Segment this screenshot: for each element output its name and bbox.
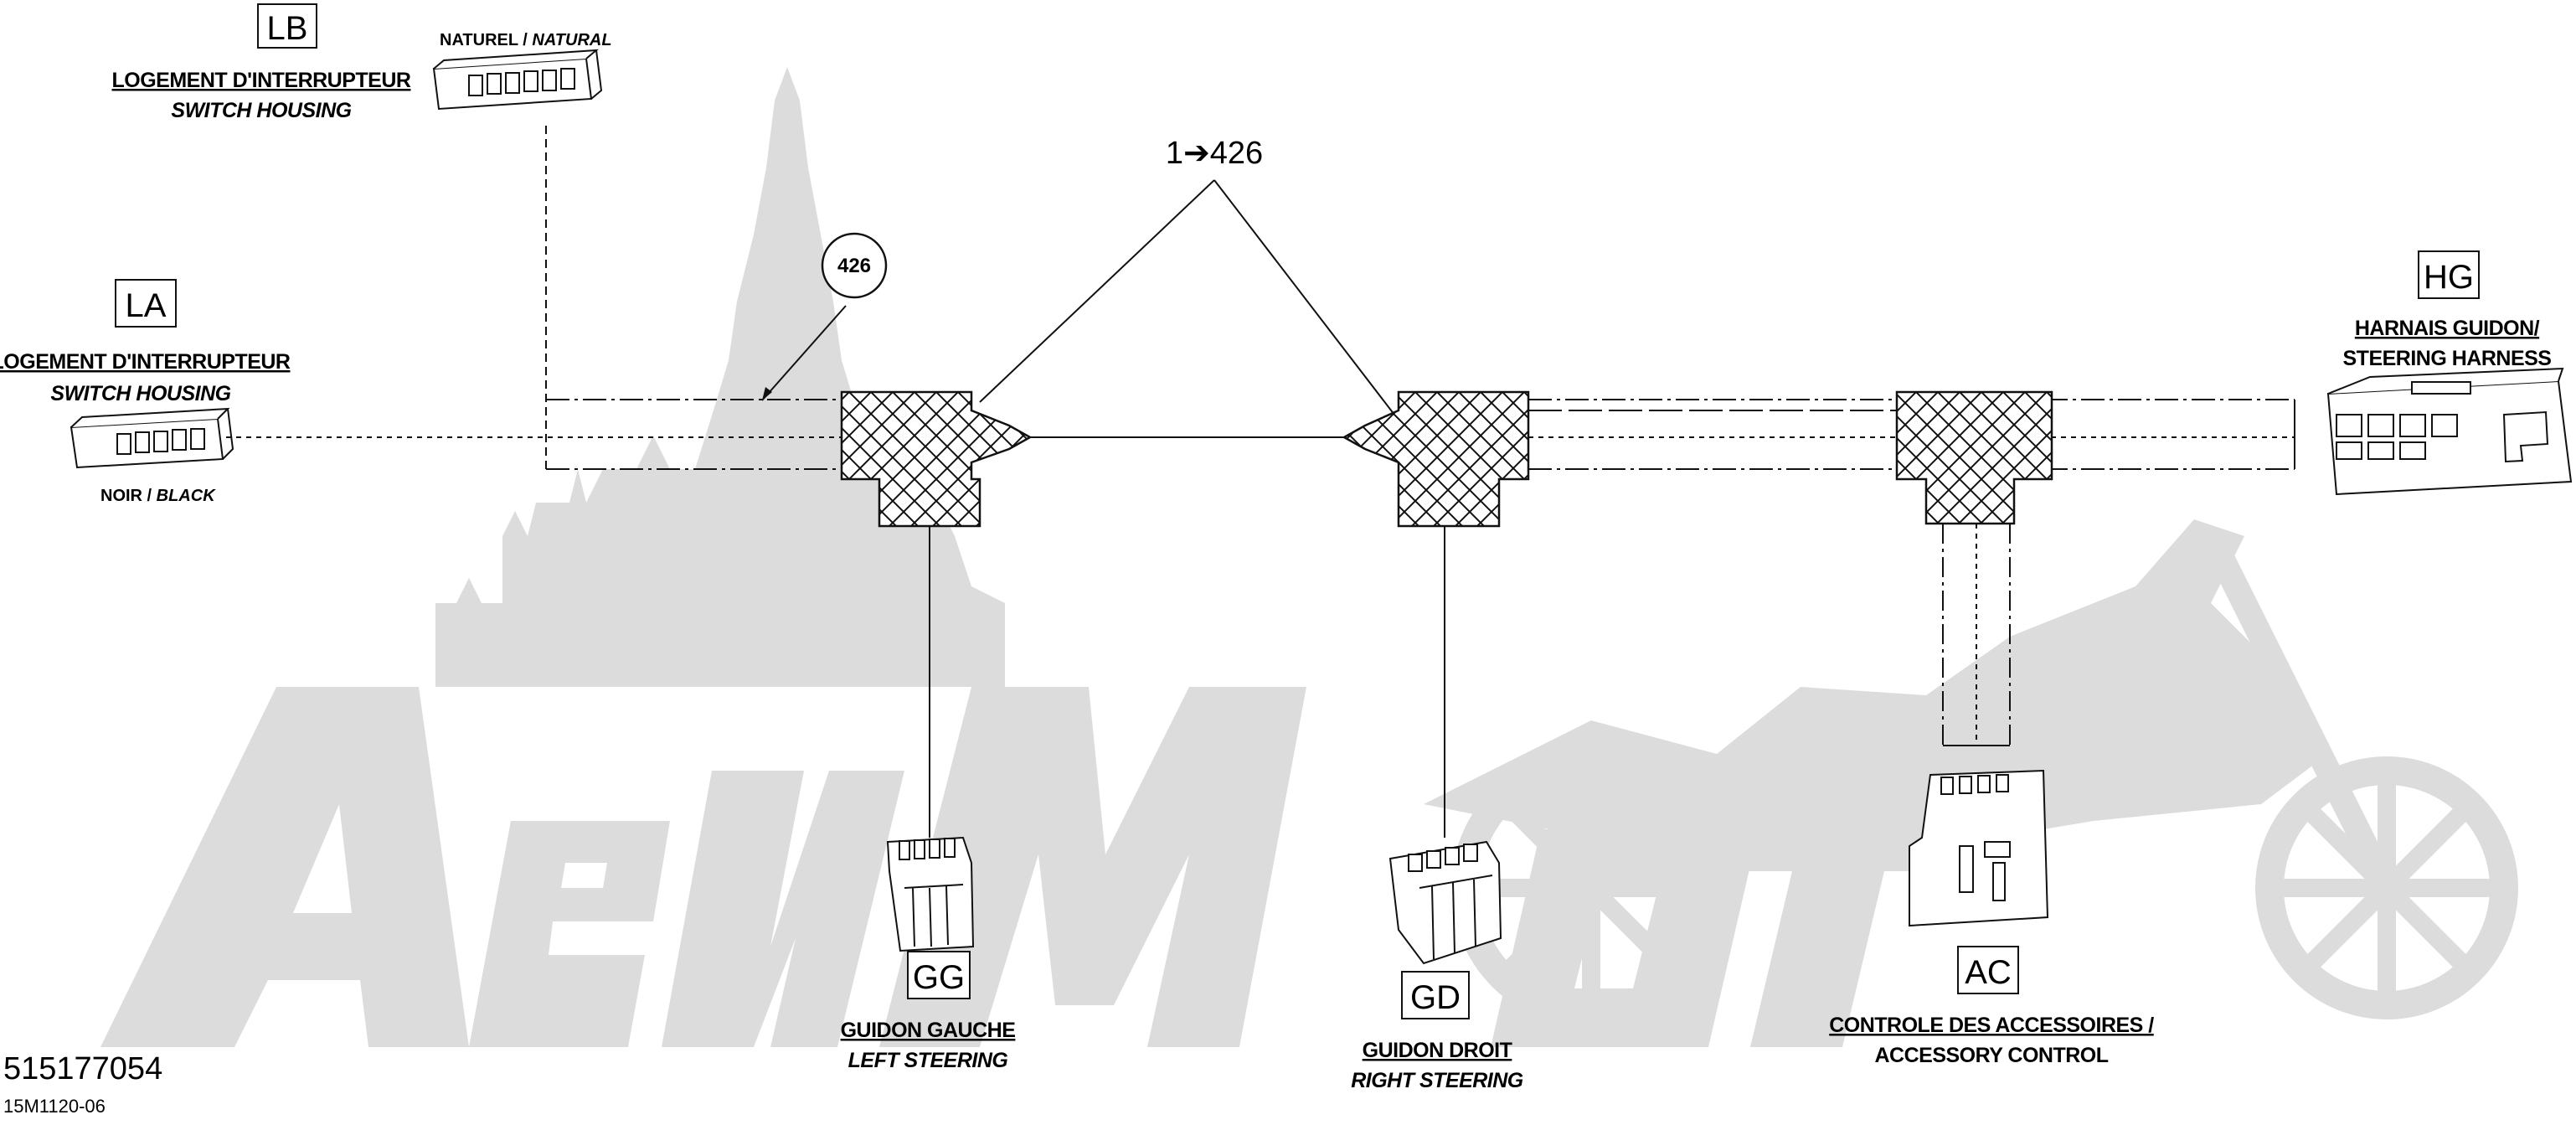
- gg-label-en: LEFT STEERING: [848, 1049, 1008, 1072]
- callout-range: 1➔426: [1166, 136, 1263, 171]
- code-lb: LB: [267, 10, 308, 47]
- la-color-en: BLACK: [157, 487, 217, 505]
- lb-label-en: SWITCH HOUSING: [171, 99, 351, 122]
- code-la: LA: [126, 287, 167, 324]
- code-box-lb: [257, 3, 317, 49]
- la-label-fr: LOGEMENT D'INTERRUPTEUR: [0, 350, 291, 374]
- ref-426-circle: [821, 232, 888, 299]
- lb-color-en: NATURAL: [532, 31, 611, 49]
- callout-leader-right: [1213, 179, 1395, 415]
- la-label-en: SWITCH HOUSING: [50, 382, 230, 405]
- code-ac: AC: [1965, 954, 2012, 991]
- connector-gg-icon: [886, 836, 975, 952]
- watermark-letter-r: [662, 771, 904, 1047]
- code-box-hg: [2418, 250, 2480, 299]
- callout-leader-left: [979, 179, 1215, 403]
- watermark-wheels: [1451, 530, 2518, 1028]
- gg-label-fr: GUIDON GAUCHE: [841, 1019, 1016, 1042]
- la-color: NOIR / BLACK: [100, 487, 216, 505]
- lb-color: NATUREL / NATURAL: [440, 31, 612, 49]
- watermark: [100, 67, 2328, 1047]
- code-gd: GD: [1410, 979, 1461, 1016]
- la-color-fr: NOIR /: [100, 487, 157, 505]
- lb-color-fr: NATUREL /: [440, 31, 532, 49]
- ref-426-leader: [761, 305, 847, 401]
- connector-ac-icon: [1909, 769, 2049, 927]
- connector-la-icon: [70, 407, 234, 469]
- gd-label-en: RIGHT STEERING: [1351, 1069, 1523, 1092]
- code-hg: HG: [2424, 259, 2474, 296]
- part-number: 515177054: [3, 1051, 162, 1086]
- hg-label-en: STEERING HARNESS: [2343, 347, 2552, 370]
- connector-gd-icon: [1388, 840, 1502, 965]
- splice-right: [1895, 390, 2053, 525]
- splice-middle: [1342, 390, 1530, 528]
- ac-label-en: ACCESSORY CONTROL: [1874, 1044, 2108, 1067]
- lb-label-fr: LOGEMENT D'INTERRUPTEUR: [112, 69, 411, 92]
- watermark-letter-t: [1742, 804, 1951, 1047]
- watermark-castle-silhouette: [435, 67, 1005, 687]
- code-gg: GG: [913, 959, 965, 996]
- connector-hg-icon: [2326, 367, 2573, 496]
- watermark-fork: [2199, 530, 2398, 894]
- watermark-letter-e: [469, 821, 670, 1047]
- code-box-la: [115, 279, 177, 328]
- ac-label-fr: CONTROLE DES ACCESSOIRES /: [1829, 1014, 2154, 1037]
- hg-label-fr: HARNAIS GUIDON/: [2355, 317, 2540, 340]
- code-box-gg: [907, 951, 971, 999]
- code-box-ac: [1957, 946, 2019, 994]
- watermark-letter-m: [879, 687, 1306, 1047]
- drawing-reference: 15M1120-06: [3, 1096, 106, 1117]
- watermark-motorcycle-body: [1424, 519, 2328, 846]
- watermark-letter-a: [100, 687, 469, 1047]
- connector-lb-icon: [432, 49, 603, 111]
- ref-426-number: 426: [837, 255, 871, 277]
- code-box-gd: [1401, 971, 1470, 1019]
- ref-426-arrowhead: [762, 387, 772, 400]
- splice-left: [840, 390, 1033, 528]
- gd-label-fr: GUIDON DROIT: [1363, 1039, 1512, 1062]
- watermark-rear-spokes: [1466, 762, 1717, 1014]
